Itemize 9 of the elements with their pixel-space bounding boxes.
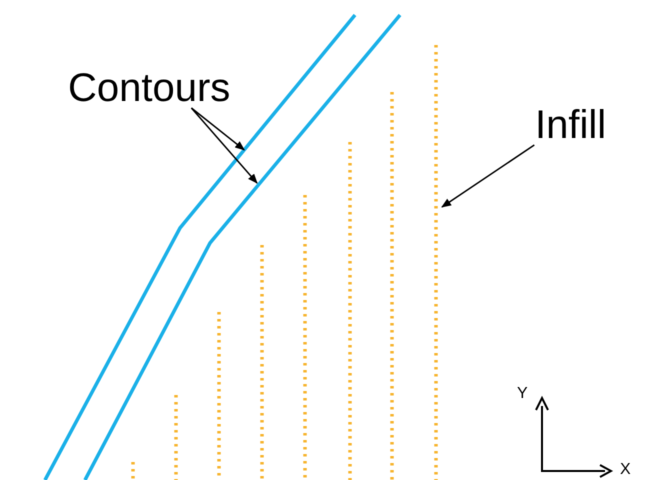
- infill-line: [434, 45, 438, 480]
- axis-label: Y: [517, 386, 528, 402]
- leader-line: [190, 107, 245, 151]
- callout-label: Infill: [535, 105, 606, 145]
- contour-line: [43, 14, 356, 480]
- axis-label: X: [620, 462, 631, 478]
- leader-line: [190, 108, 258, 184]
- callout-label: Contours: [68, 68, 230, 108]
- leader-line: [441, 144, 535, 208]
